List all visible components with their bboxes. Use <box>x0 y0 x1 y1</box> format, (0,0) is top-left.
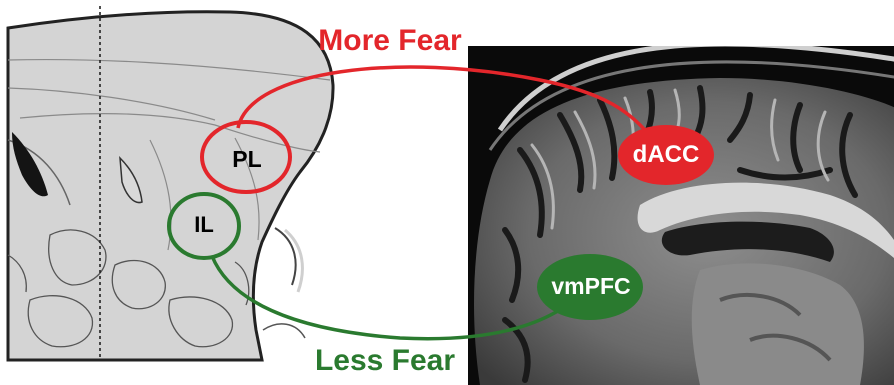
more-fear-label: More Fear <box>300 24 480 58</box>
dacc-region-label: dACC <box>616 141 716 169</box>
vmpfc-region-label: vmPFC <box>536 273 646 300</box>
rodent-brain-section <box>8 6 333 360</box>
less-fear-label: Less Fear <box>295 344 475 378</box>
human-mri-image <box>468 44 894 385</box>
pl-region-label: PL <box>222 146 272 173</box>
il-region-label: IL <box>184 212 224 238</box>
